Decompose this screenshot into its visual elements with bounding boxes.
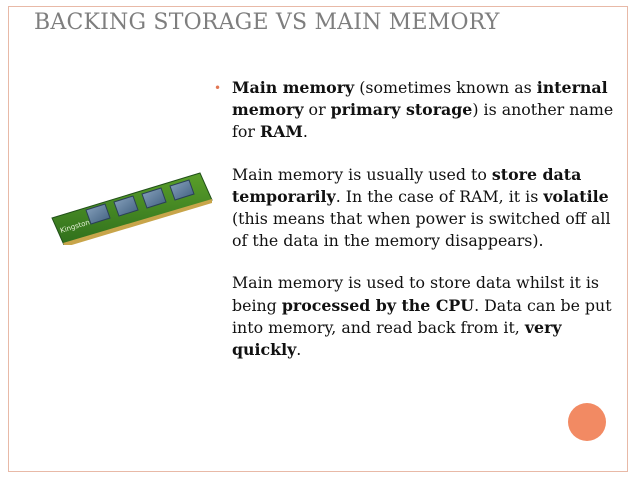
body-text: . Data can be put into memory, and read … bbox=[232, 295, 612, 337]
body-text: Main memory is used to store data whilst… bbox=[232, 273, 600, 315]
slide-frame bbox=[8, 6, 628, 472]
emphasis-text: primary storage bbox=[330, 100, 473, 120]
body-text: . In the case of RAM, it is bbox=[335, 186, 544, 206]
emphasis-text: Main memory bbox=[232, 78, 355, 97]
body-text: Main memory is usually used to bbox=[232, 164, 492, 184]
paragraph-2: Main memory is usually used to store dat… bbox=[232, 164, 624, 253]
emphasis-text: very quickly bbox=[232, 317, 562, 360]
body-text: ) is another name for bbox=[232, 100, 614, 142]
emphasis-text: RAM bbox=[259, 122, 303, 142]
body-text: (this means that when power is switched … bbox=[232, 209, 611, 251]
memory-chips bbox=[85, 179, 195, 225]
paragraph-3: Main memory is used to store data whilst… bbox=[232, 272, 624, 361]
body-text: or bbox=[303, 100, 331, 120]
emphasis-text: internal memory bbox=[232, 78, 608, 120]
body-text: . bbox=[296, 340, 302, 360]
body-text: (sometimes known as bbox=[354, 78, 537, 97]
body-text: . bbox=[302, 122, 308, 142]
slide-title: BACKING STORAGE VS MAIN MEMORY bbox=[34, 10, 500, 35]
paragraph-1: Main memory (sometimes known as internal… bbox=[232, 77, 624, 144]
emphasis-text: store data temporarily bbox=[232, 164, 582, 206]
bullet-dot: • bbox=[214, 81, 222, 95]
decorative-circle bbox=[568, 403, 606, 441]
emphasis-text: volatile bbox=[543, 186, 609, 206]
content-list: Main memory (sometimes known as internal… bbox=[232, 77, 624, 381]
emphasis-text: processed by the CPU bbox=[281, 295, 475, 315]
ram-module-image: Kingston bbox=[51, 172, 213, 245]
